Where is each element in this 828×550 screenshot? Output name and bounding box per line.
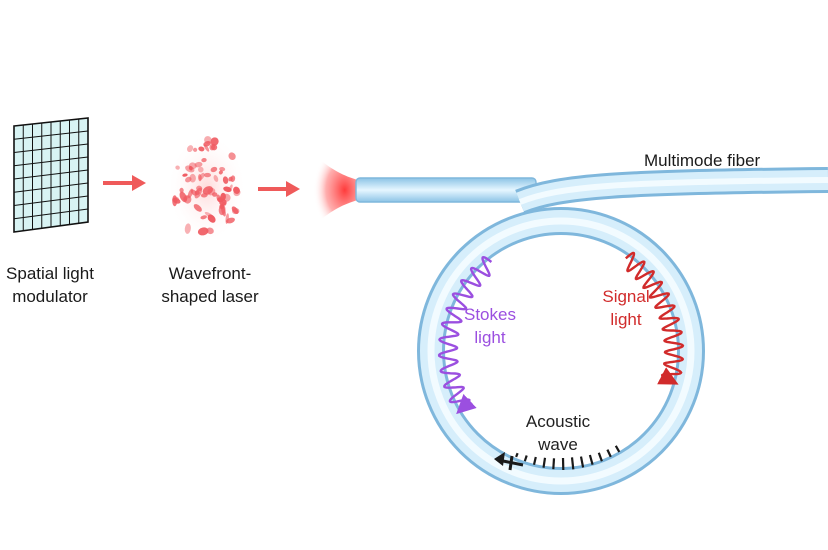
laser-label: Wavefront- shaped laser: [145, 262, 275, 308]
acoustic-wavefront-tick: [588, 454, 594, 465]
acoustic-wavefront-tick: [552, 458, 556, 470]
speckle-blob: [228, 184, 233, 192]
speckle-blob: [219, 166, 226, 172]
slm-label: Spatial light modulator: [0, 262, 106, 308]
stokes-light-wave: [437, 255, 493, 415]
multimode-fiber: [355, 167, 828, 495]
acoustic-wave: [494, 445, 621, 471]
speckle-blob: [213, 175, 219, 182]
slm-label-line2: modulator: [12, 287, 88, 306]
speckle-blob: [203, 172, 211, 178]
signal-label-line2: light: [610, 310, 642, 329]
acoustic-wavefront-tick: [570, 457, 575, 470]
speckle-blob: [187, 188, 194, 199]
stokes-label-line2: light: [474, 328, 506, 347]
arrow-slm-to-laser: [103, 175, 146, 191]
speckle-blob: [220, 192, 226, 201]
arrow-laser-to-fiber: [258, 181, 300, 197]
speckle-blob: [193, 204, 202, 212]
speckle-blob: [207, 214, 216, 223]
slm-label-line1: Spatial light: [6, 264, 94, 283]
speckle-blob: [232, 208, 240, 215]
laser-label-line2: shaped laser: [161, 287, 259, 306]
speckle-blob: [230, 175, 236, 182]
speckle-blob: [210, 166, 218, 173]
acoustic-wavefront-tick: [614, 445, 621, 453]
speckle-blob: [228, 152, 236, 160]
speckle-blob: [233, 189, 241, 197]
speckle-blob: [175, 165, 180, 170]
speckle-blob: [206, 227, 214, 235]
wavefront-speckle-pattern: [167, 133, 247, 243]
speckle-blob: [204, 136, 212, 144]
signal-label-line1: Signal: [602, 287, 650, 306]
speckle-blob: [197, 227, 209, 236]
slm-grid-line: [13, 182, 89, 193]
speckle-blob: [184, 223, 191, 234]
speckle-blob: [198, 146, 205, 152]
acoustic-label-line1: Acoustic: [525, 412, 591, 431]
acoustic-wavefront-tick: [523, 455, 528, 462]
speckle-blob: [212, 192, 218, 197]
signal-light-wave: [625, 251, 685, 385]
speckle-blob: [202, 186, 214, 195]
speckle-blob: [222, 176, 229, 184]
speckle-blob: [179, 191, 188, 203]
speckle-blob: [198, 174, 202, 182]
signal-label: Signal light: [588, 285, 664, 331]
speckle-blob: [210, 137, 219, 146]
speckle-blob: [194, 187, 203, 199]
slm-grid-line: [13, 195, 89, 206]
acoustic-wavefront-tick: [532, 456, 537, 466]
speckle-blob: [189, 162, 197, 169]
laser-label-line1: Wavefront-: [168, 264, 252, 283]
acoustic-wavefront-tick: [515, 452, 519, 458]
speckle-blob: [182, 173, 188, 177]
acoustic-wavefront-tick: [579, 456, 585, 468]
speckle-blob: [201, 157, 207, 163]
acoustic-wavefront-tick: [606, 449, 612, 458]
speckle-blob: [218, 170, 223, 175]
acoustic-label: Acoustic wave: [510, 410, 606, 456]
acoustic-wavefront-tick: [542, 457, 547, 468]
speckle-blob: [200, 215, 207, 220]
speckle-blob: [219, 204, 225, 210]
stokes-label-line1: Stokes: [464, 305, 516, 324]
speckle-blob: [209, 143, 216, 151]
speckle-blob: [225, 213, 229, 224]
slm-grid-line: [13, 208, 89, 220]
speckle-blob: [173, 196, 179, 202]
fiber-input-cone: [313, 158, 358, 222]
speckle-blob: [204, 211, 214, 219]
stokes-label: Stokes light: [452, 303, 528, 349]
speckle-blob: [198, 166, 204, 173]
slm-grid-line: [13, 169, 89, 180]
speckle-blob: [189, 173, 196, 183]
acoustic-label-line2: wave: [538, 435, 578, 454]
speckle-blob: [193, 147, 198, 152]
speckle-blob: [187, 145, 194, 153]
fiber-label: Multimode fiber: [644, 151, 761, 170]
acoustic-wavefront-tick: [597, 452, 603, 462]
spatial-light-modulator: [13, 117, 89, 233]
speckle-blob: [179, 187, 184, 193]
